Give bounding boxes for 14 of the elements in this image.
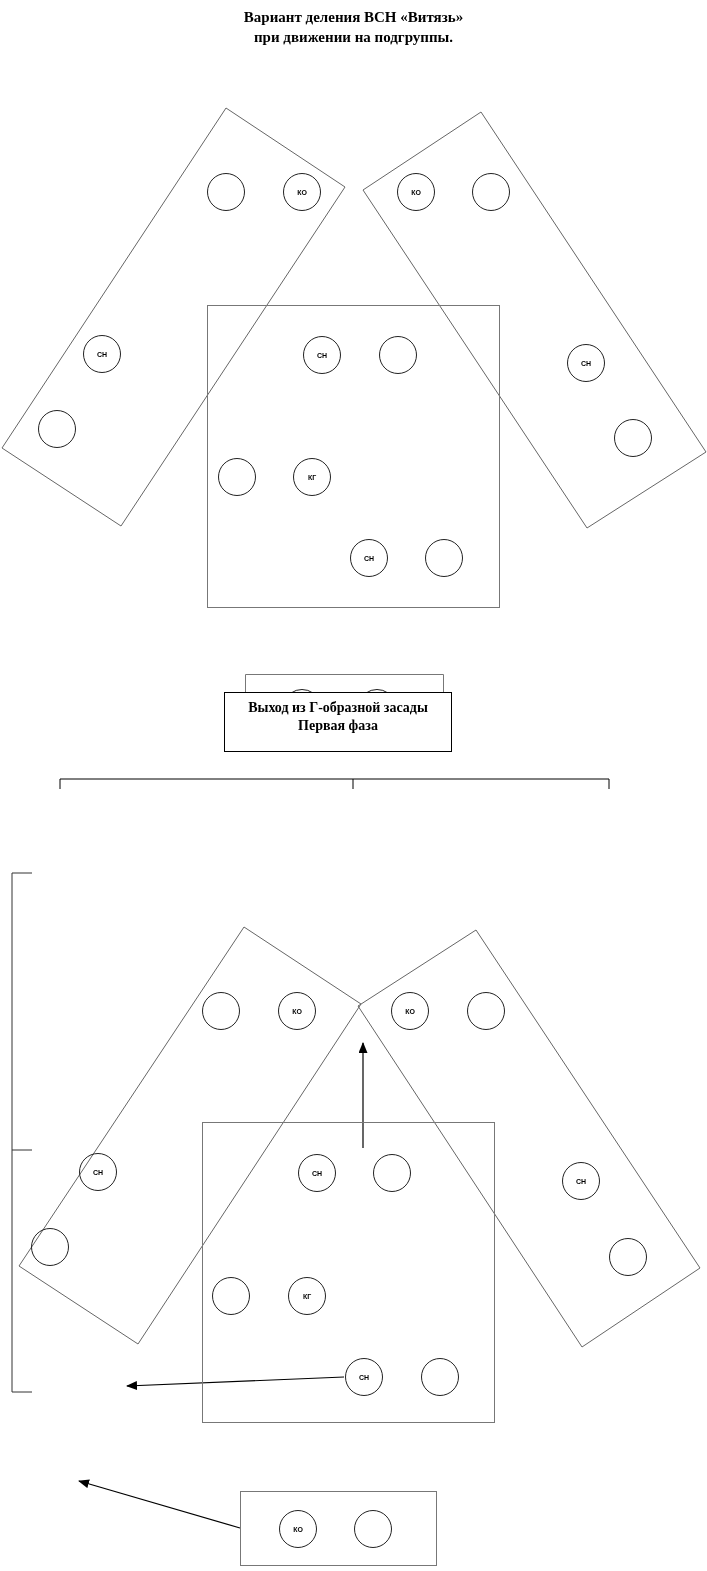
formation-zone — [19, 927, 361, 1344]
formation-zone — [207, 305, 500, 608]
formation-zone — [240, 1491, 437, 1566]
caption-subtitle: Первая фаза — [298, 717, 378, 735]
formation-zone — [202, 1122, 495, 1423]
caption-heading: Выход из Г-образной засады — [248, 699, 428, 717]
arrow — [78, 1479, 241, 1529]
caption-box — [224, 692, 452, 752]
arrow — [126, 1376, 345, 1391]
title: Вариант деления ВСН «Витязь» при движении на подгруппы. — [242, 8, 465, 47]
panel-drawing — [245, 674, 444, 693]
formation-zone — [363, 112, 706, 528]
formation-zone — [358, 930, 700, 1347]
formation-zone — [2, 108, 345, 526]
